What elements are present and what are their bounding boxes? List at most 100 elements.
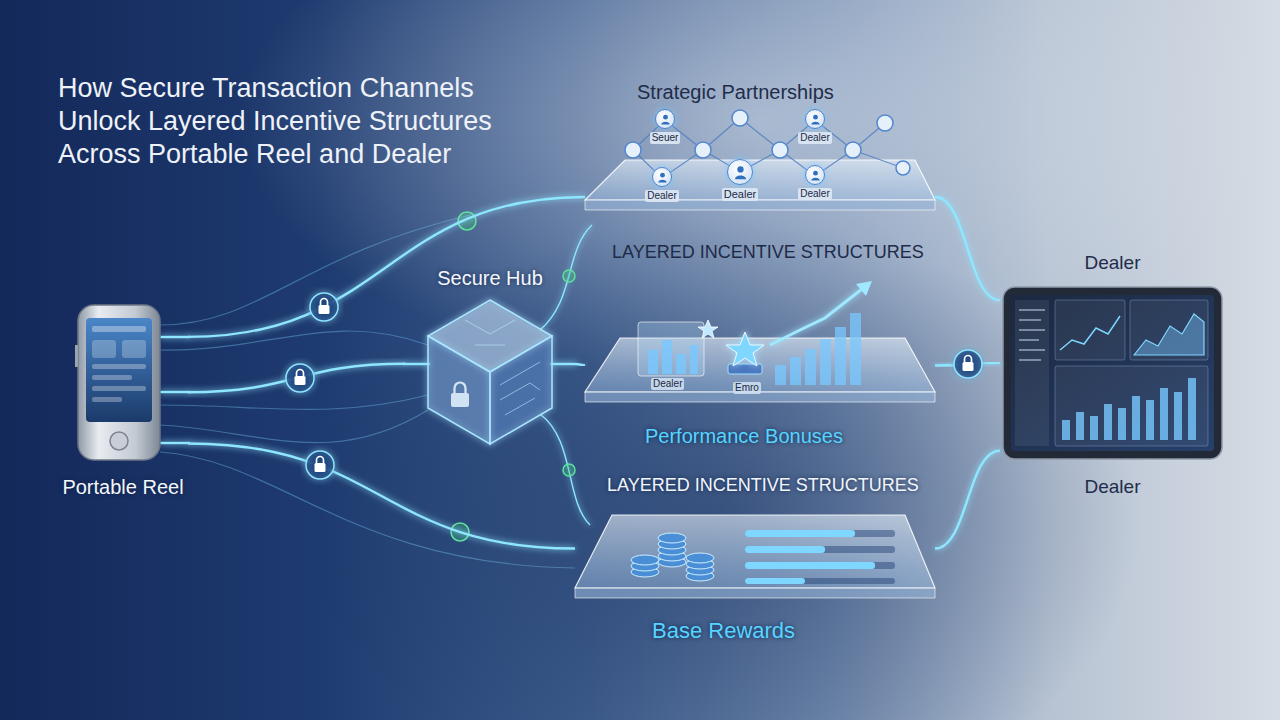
lock-shackle xyxy=(317,457,324,464)
progress-fill xyxy=(745,530,855,537)
growth-bar xyxy=(850,313,861,385)
person-icon xyxy=(732,164,749,181)
device-side-button xyxy=(75,345,78,367)
network-node: Seuer xyxy=(640,109,690,147)
line-chart xyxy=(1060,316,1120,350)
node-text: Dealer xyxy=(645,190,678,202)
streak xyxy=(160,410,428,443)
lock-body xyxy=(315,463,326,472)
progress-bars xyxy=(745,530,895,584)
free-label: LAYERED INCENTIVE STRUCTURES xyxy=(612,242,924,264)
channel-connector xyxy=(188,364,405,393)
tablet-bar xyxy=(1174,392,1182,440)
device-home-button xyxy=(110,432,128,450)
person-head xyxy=(663,114,668,119)
lock-body xyxy=(451,393,469,407)
network-dot xyxy=(772,142,788,158)
cube-right xyxy=(490,336,552,444)
channel-stubs xyxy=(160,225,592,525)
person-icon xyxy=(809,113,822,126)
progress-track xyxy=(745,530,895,537)
channel-streaks xyxy=(160,215,575,568)
node-text: Performance Bonuses xyxy=(645,424,843,448)
network-node: Dealer xyxy=(715,159,765,204)
coin xyxy=(686,553,714,563)
channel-connector xyxy=(575,364,585,366)
lock-body xyxy=(295,376,306,385)
node-text: Dealer xyxy=(1085,476,1141,499)
progress-track xyxy=(745,546,895,553)
cube-left xyxy=(428,336,490,444)
platform-front xyxy=(585,200,935,210)
lock-ring xyxy=(306,451,334,479)
person-head xyxy=(660,172,665,177)
stub xyxy=(550,363,577,365)
person-icon xyxy=(809,169,822,182)
lock-shackle xyxy=(297,370,304,377)
person-body xyxy=(811,177,819,180)
device-body xyxy=(78,305,160,460)
platform-node: Strategic PartnershipsSeuerDealerDealerD… xyxy=(585,78,935,218)
tablet-bar xyxy=(1146,400,1154,440)
node-text: Dealer xyxy=(651,378,684,390)
channel-lock xyxy=(306,451,334,479)
streak xyxy=(160,395,428,409)
channel-locks xyxy=(286,293,982,479)
coin-stacks xyxy=(631,533,714,581)
progress-track xyxy=(745,578,895,584)
network-circle xyxy=(652,167,672,187)
channel-connector xyxy=(188,444,575,549)
lock-shackle xyxy=(965,356,972,363)
green-dots xyxy=(451,212,575,541)
node-text: Seuer xyxy=(650,132,681,144)
streak xyxy=(160,331,428,350)
screen-ui xyxy=(92,326,146,332)
tablet-bar xyxy=(1104,404,1112,440)
network-dot xyxy=(845,142,861,158)
tablet-bar xyxy=(1118,408,1126,440)
top-platform xyxy=(585,160,935,210)
person-head xyxy=(737,166,743,172)
platform-node: Base Rewards xyxy=(575,505,935,650)
person-body xyxy=(811,121,819,124)
lock-ring xyxy=(286,364,314,392)
growth-arrow xyxy=(770,289,862,345)
platform-top xyxy=(585,160,935,200)
cube-circuit xyxy=(465,320,540,415)
tablet-bar xyxy=(1076,412,1084,440)
network-dots xyxy=(625,110,910,175)
green-dot xyxy=(563,270,575,282)
channel-lock xyxy=(954,350,982,378)
network-links xyxy=(633,118,903,178)
tablet-panel xyxy=(1130,300,1208,360)
channel-lock xyxy=(286,364,314,392)
star xyxy=(698,320,718,338)
node-text: Dealer xyxy=(798,188,831,200)
node-text: Portable Reel xyxy=(62,475,183,499)
progress-fill xyxy=(745,546,825,553)
lock-ring xyxy=(954,350,982,378)
hub-node: Secure Hub xyxy=(405,262,575,447)
stub xyxy=(403,363,430,365)
tablet-frame xyxy=(1003,287,1222,459)
progress-track xyxy=(745,562,895,569)
hub-link xyxy=(540,225,592,330)
growth-bar xyxy=(805,349,816,385)
growth-arrowhead xyxy=(856,281,872,296)
bottom-platform xyxy=(575,515,935,598)
node-text: Base Rewards xyxy=(652,618,795,644)
person-body xyxy=(658,179,666,182)
circuit-line xyxy=(465,320,540,415)
stub xyxy=(160,442,190,444)
screen-ui xyxy=(92,340,116,358)
screen-ui xyxy=(92,375,132,380)
network-circle xyxy=(727,159,753,185)
network-dot xyxy=(877,115,893,131)
tablet-panel xyxy=(1055,300,1125,360)
node-text: Dealer xyxy=(798,132,831,144)
diagram-title: How Secure Transaction Channels Unlock L… xyxy=(58,72,508,171)
hub-link xyxy=(540,414,590,525)
tablet-node: DealerDealer xyxy=(1000,250,1225,501)
dealer-tablet xyxy=(1003,287,1222,459)
